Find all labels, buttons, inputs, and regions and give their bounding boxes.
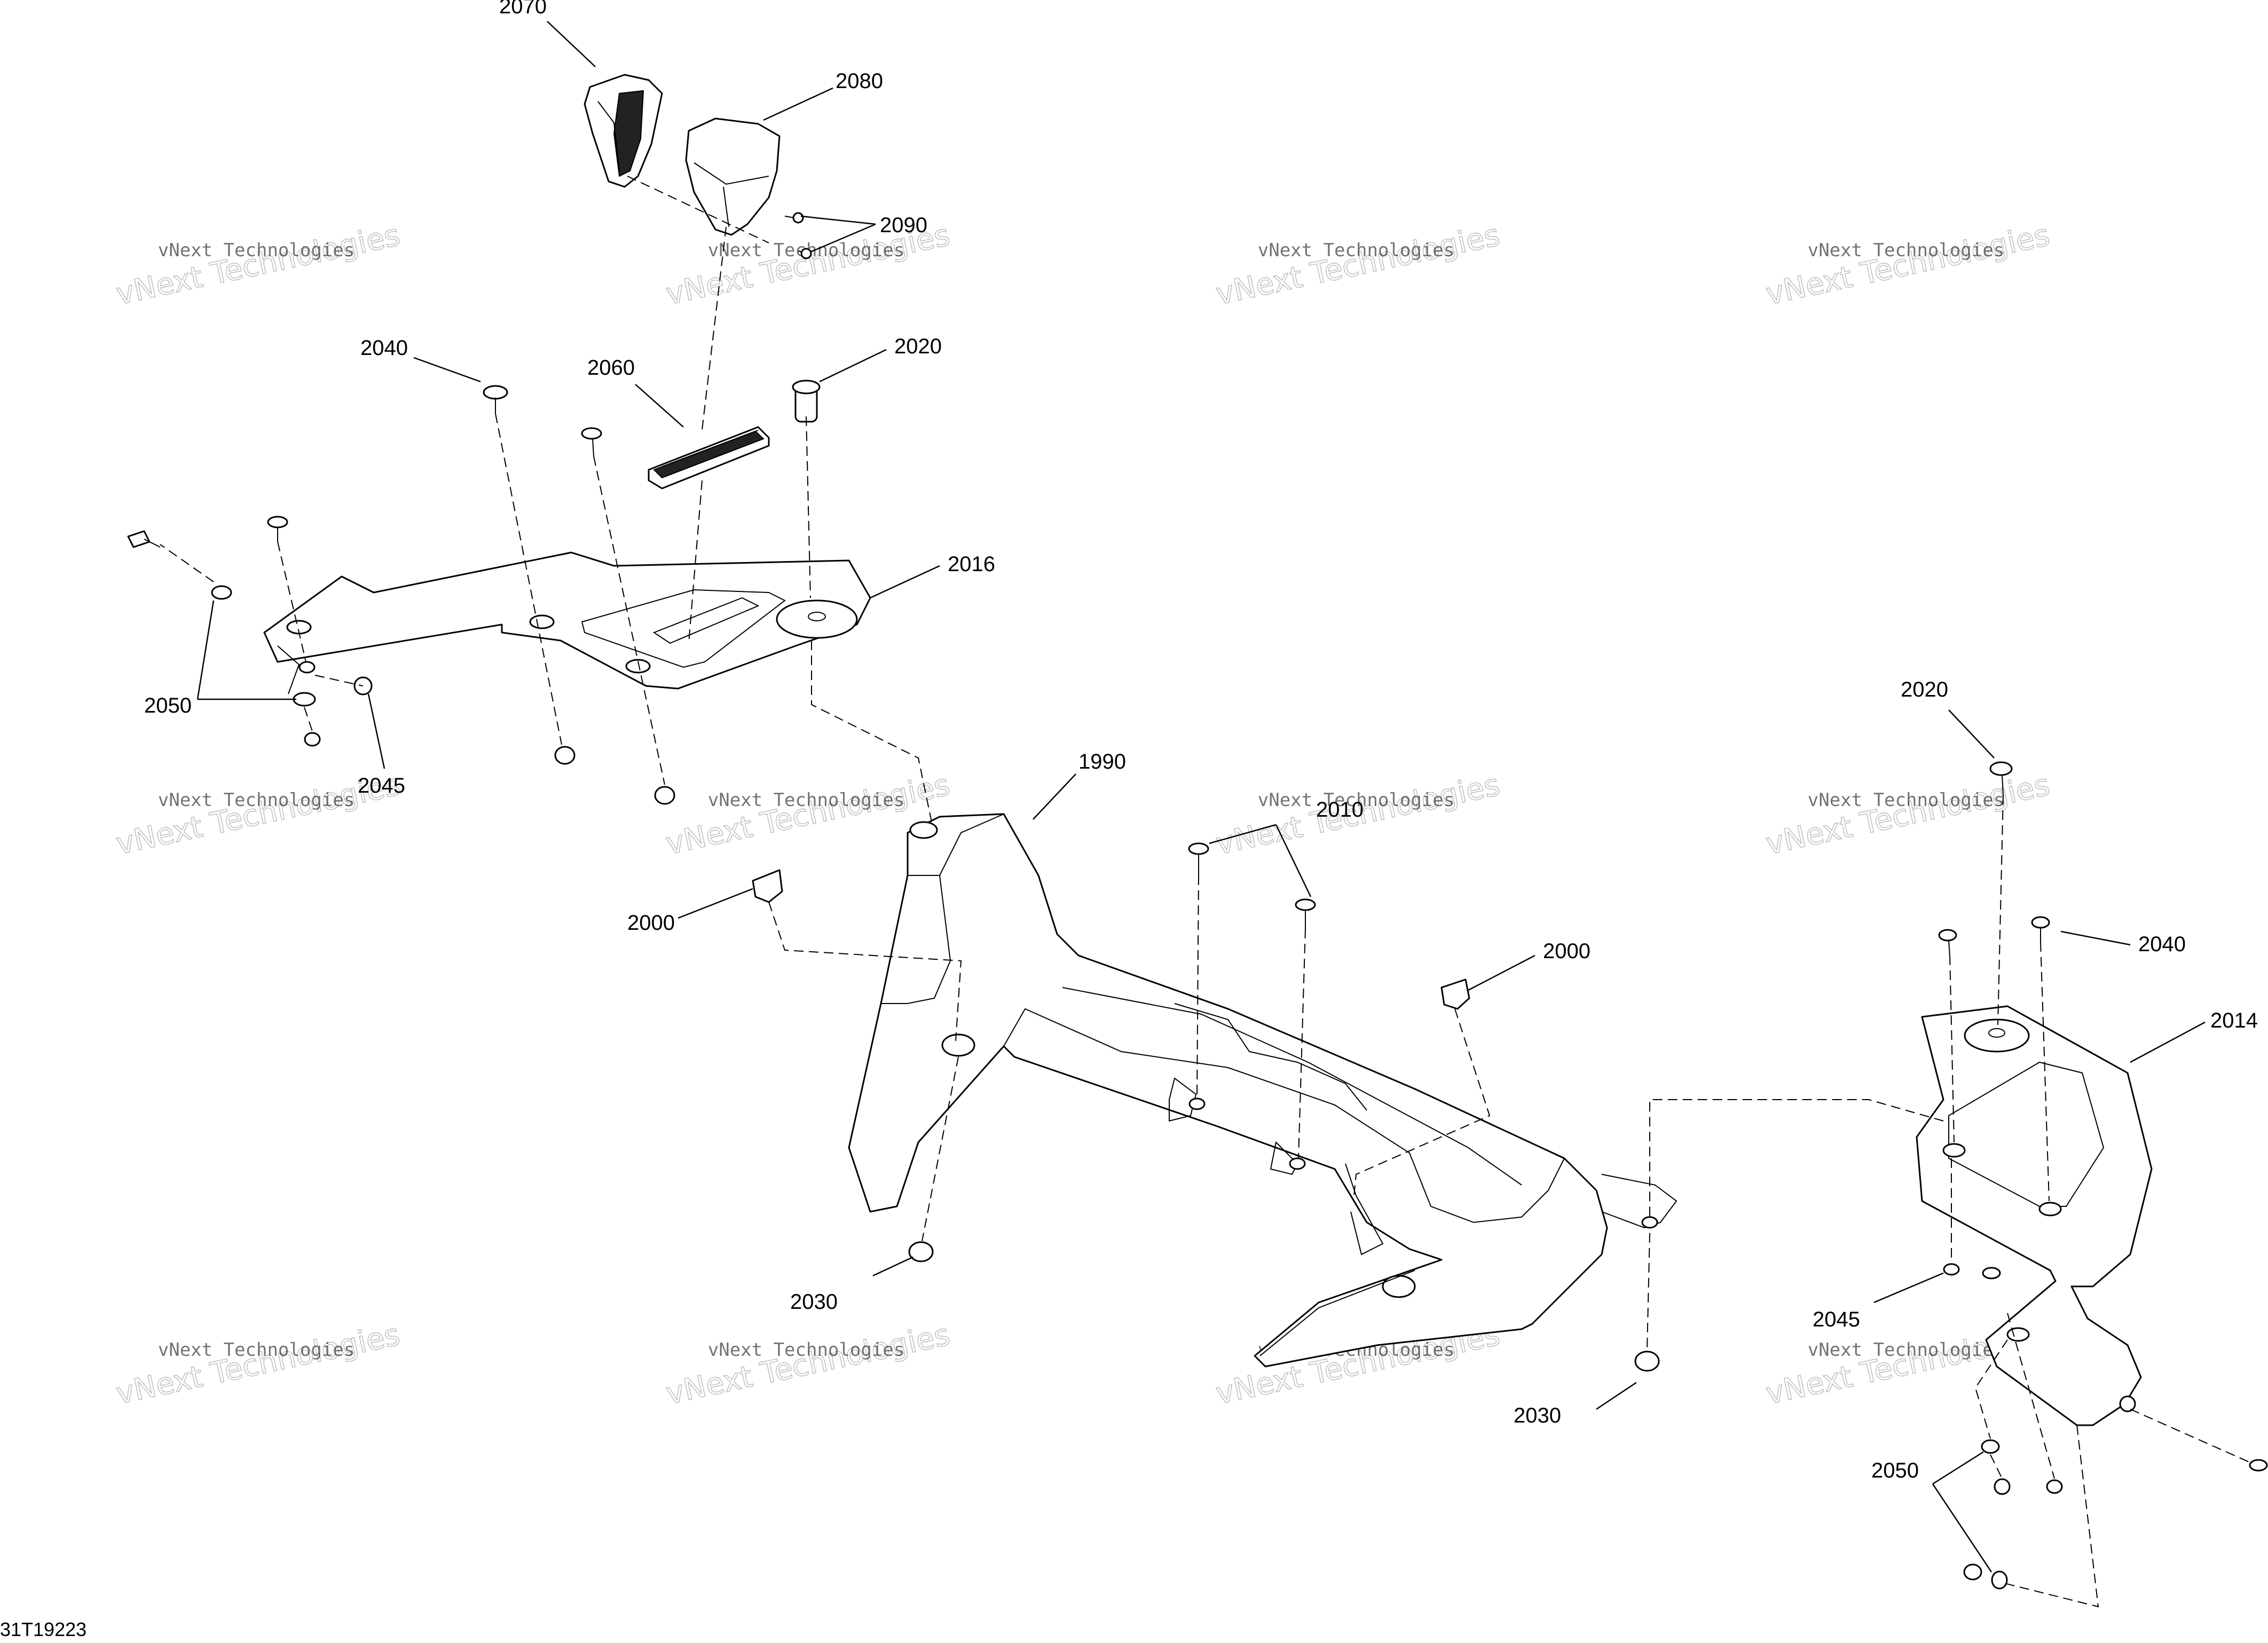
callout-2045-right: 2045: [1813, 1308, 1860, 1331]
part-2070-cap: [584, 74, 663, 188]
callout-2030-right: 2030: [1514, 1404, 1561, 1427]
fasteners-left: [127, 380, 821, 805]
watermark-text-small: vNext Technologies: [1808, 1339, 2004, 1361]
drawing-number: 31T19223: [0, 1618, 86, 1640]
screw-2090: [784, 212, 812, 259]
watermark-text-large: vNext Technologies: [1763, 218, 2053, 312]
callout-2010: 2010: [1316, 798, 1364, 822]
watermark-text-small: vNext Technologies: [708, 1339, 904, 1361]
fasteners-center: [752, 842, 1660, 1372]
callout-2000-left: 2000: [627, 911, 675, 935]
callout-2040-right: 2040: [2138, 933, 2186, 956]
callout-2020-right: 2020: [1901, 678, 1948, 701]
watermark-text-large: vNext Technologies: [1763, 768, 2053, 862]
fasteners-right: [1938, 761, 2268, 1590]
callout-2014: 2014: [2210, 1009, 2258, 1032]
callout-2020-left: 2020: [894, 335, 942, 358]
watermark-text-large: vNext Technologies: [113, 218, 403, 312]
watermark-text-small: vNext Technologies: [1258, 789, 1454, 811]
watermark-text-small: vNext Technologies: [1808, 789, 2004, 811]
watermark-text-large: vNext Technologies: [1213, 218, 1503, 312]
part-2014-panel: [1916, 1005, 2153, 1426]
watermark-text-small: vNext Technologies: [158, 1339, 355, 1361]
watermark-text-small: vNext Technologies: [1808, 240, 2004, 261]
callout-labels: 2070 2080 2090 2040 2060 2020 2016 2050 …: [144, 0, 2258, 1482]
callout-2000-right: 2000: [1543, 939, 1590, 963]
part-2080-cap: [685, 117, 781, 236]
callout-2045-left: 2045: [358, 774, 405, 797]
callout-2080: 2080: [836, 69, 883, 93]
callout-1990: 1990: [1078, 750, 1126, 773]
part-2060-pad: [648, 426, 770, 489]
callout-2060: 2060: [587, 356, 635, 380]
callout-2016: 2016: [948, 552, 995, 576]
part-1990-bracket: [848, 813, 1678, 1368]
watermark-text-small: vNext Technologies: [1258, 240, 1454, 261]
part-2016-panel: [263, 551, 871, 694]
callout-2090: 2090: [880, 214, 927, 237]
watermark-text-large: vNext Technologies: [663, 1317, 953, 1411]
assembly-lines: [160, 176, 2251, 1608]
callout-2050-left: 2050: [144, 694, 192, 717]
watermark-text-large: vNext Technologies: [113, 1317, 403, 1411]
watermark-text-small: vNext Technologies: [158, 789, 355, 811]
callout-2040-left: 2040: [360, 336, 408, 360]
watermark-text-small: vNext Technologies: [708, 789, 904, 811]
callout-2030-left: 2030: [790, 1290, 838, 1314]
leader-lines: [196, 21, 2206, 1573]
callout-2070: 2070: [499, 0, 547, 18]
callout-2050-right: 2050: [1871, 1459, 1919, 1482]
watermark-text-small: vNext Technologies: [158, 240, 355, 261]
